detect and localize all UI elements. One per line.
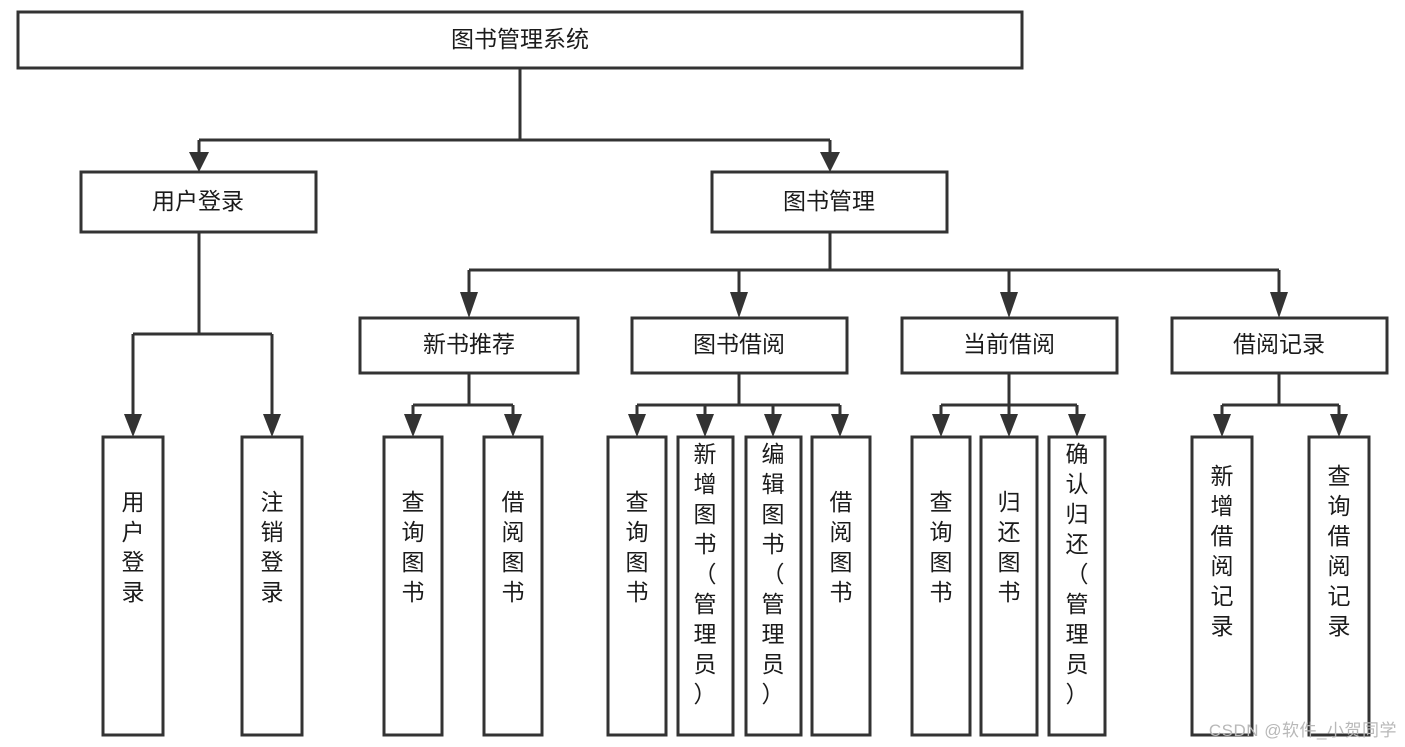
leaf-newbook-query[interactable]: 查询图书 (382, 435, 444, 737)
leaf-newbook-borrow[interactable]: 借阅图书 (482, 435, 544, 737)
node-new-book-recommend[interactable]: 新书推荐 (358, 316, 580, 375)
leaf-currentborrow-query-label: 查询图书 (930, 489, 953, 605)
node-user-login[interactable]: 用户登录 (79, 170, 318, 234)
arrow-head-leaf-bookborrow-4 (831, 414, 849, 437)
node-root-rect[interactable] (16, 10, 1024, 70)
leaf-newbook-query-rect[interactable] (382, 435, 444, 737)
leaf-bookborrow-edit-rect[interactable] (744, 435, 803, 737)
arrow-head-leaf-newbook-2 (504, 414, 522, 437)
leaf-borrowrecord-add[interactable]: 新增借阅记录 (1190, 435, 1254, 737)
arrow-head-leaf-bookborrow-3 (764, 414, 782, 437)
arrow-head-leaf-borrowrecord-1 (1213, 414, 1231, 437)
leaf-currentborrow-return[interactable]: 归还图书 (979, 435, 1039, 737)
leaf-bookborrow-borrow[interactable]: 借阅图书 (810, 435, 872, 737)
leaf-bookborrow-add[interactable]: 新增图书（管理员） (676, 435, 735, 737)
node-root-label: 图书管理系统 (451, 26, 589, 52)
leaf-bookborrow-query-rect[interactable] (606, 435, 668, 737)
leaf-currentborrow-confirm-rect[interactable] (1047, 435, 1107, 737)
node-new-book-recommend-label: 新书推荐 (423, 331, 515, 357)
leaf-bookborrow-borrow-label: 借阅图书 (830, 489, 853, 605)
node-borrow-record-rect[interactable] (1170, 316, 1389, 375)
leaf-currentborrow-confirm-label: 确认归还（管理员） (1066, 441, 1089, 707)
node-user-login-label: 用户登录 (152, 188, 244, 214)
leaf-user-login-logout[interactable]: 注销登录 (240, 435, 304, 737)
leaf-borrowrecord-query-label: 查询借阅记录 (1328, 463, 1351, 639)
arrow-head-leaf-user-login-2 (263, 414, 281, 437)
leaf-currentborrow-return-label: 归还图书 (998, 489, 1021, 605)
leaf-borrowrecord-add-label: 新增借阅记录 (1211, 463, 1234, 639)
node-book-borrow-rect[interactable] (630, 316, 849, 375)
leaf-bookborrow-query-label: 查询图书 (626, 489, 649, 605)
arrow-head-borrow-record (1270, 292, 1288, 318)
arrow-head-leaf-currentborrow-2 (1000, 414, 1018, 437)
leaf-bookborrow-add-label: 新增图书（管理员） (694, 441, 717, 707)
arrow-head-leaf-borrowrecord-2 (1330, 414, 1348, 437)
leaf-newbook-borrow-rect[interactable] (482, 435, 544, 737)
node-current-borrow[interactable]: 当前借阅 (900, 316, 1119, 375)
node-book-borrow-label: 图书借阅 (693, 331, 785, 357)
leaf-bookborrow-query[interactable]: 查询图书 (606, 435, 668, 737)
leaf-borrowrecord-query-rect[interactable] (1307, 435, 1371, 737)
leaf-newbook-query-label: 查询图书 (402, 489, 425, 605)
arrow-head-leaf-bookborrow-2 (696, 414, 714, 437)
node-borrow-record[interactable]: 借阅记录 (1170, 316, 1389, 375)
arrow-head-user-login (189, 152, 209, 172)
node-book-borrow[interactable]: 图书借阅 (630, 316, 849, 375)
leaf-currentborrow-query[interactable]: 查询图书 (910, 435, 972, 737)
leaf-currentborrow-return-rect[interactable] (979, 435, 1039, 737)
leaf-user-login-logout-label: 注销登录 (261, 489, 284, 605)
leaf-newbook-borrow-label: 借阅图书 (502, 489, 525, 605)
node-book-management[interactable]: 图书管理 (710, 170, 949, 234)
node-current-borrow-label: 当前借阅 (963, 331, 1055, 357)
arrow-head-new-book (460, 292, 478, 318)
leaf-borrowrecord-add-rect[interactable] (1190, 435, 1254, 737)
arrow-head-book-mgmt (820, 152, 840, 172)
leaf-user-login-logout-rect[interactable] (240, 435, 304, 737)
leaf-bookborrow-add-rect[interactable] (676, 435, 735, 737)
arrow-head-leaf-bookborrow-1 (628, 414, 646, 437)
arrow-head-leaf-currentborrow-3 (1068, 414, 1086, 437)
node-borrow-record-label: 借阅记录 (1233, 331, 1325, 357)
node-new-book-recommend-rect[interactable] (358, 316, 580, 375)
leaf-bookborrow-edit[interactable]: 编辑图书（管理员） (744, 435, 803, 737)
leaf-currentborrow-query-rect[interactable] (910, 435, 972, 737)
node-book-management-rect[interactable] (710, 170, 949, 234)
arrow-head-leaf-currentborrow-1 (932, 414, 950, 437)
arrow-head-leaf-user-login-1 (124, 414, 142, 437)
leaf-borrowrecord-query[interactable]: 查询借阅记录 (1307, 435, 1371, 737)
arrow-head-current-borrow (1000, 292, 1018, 318)
leaf-bookborrow-borrow-rect[interactable] (810, 435, 872, 737)
leaf-user-login-login-rect[interactable] (101, 435, 165, 737)
node-current-borrow-rect[interactable] (900, 316, 1119, 375)
leaf-user-login-login[interactable]: 用户登录 (101, 435, 165, 737)
node-user-login-rect[interactable] (79, 170, 318, 234)
arrow-head-leaf-newbook-1 (404, 414, 422, 437)
node-root[interactable]: 图书管理系统 (16, 10, 1024, 70)
node-book-management-label: 图书管理 (783, 188, 875, 214)
connector-layer (124, 68, 1348, 437)
leaf-currentborrow-confirm[interactable]: 确认归还（管理员） (1047, 435, 1107, 737)
leaf-bookborrow-edit-label: 编辑图书（管理员） (762, 441, 785, 707)
arrow-head-book-borrow (730, 292, 748, 318)
leaf-user-login-login-label: 用户登录 (122, 489, 145, 605)
